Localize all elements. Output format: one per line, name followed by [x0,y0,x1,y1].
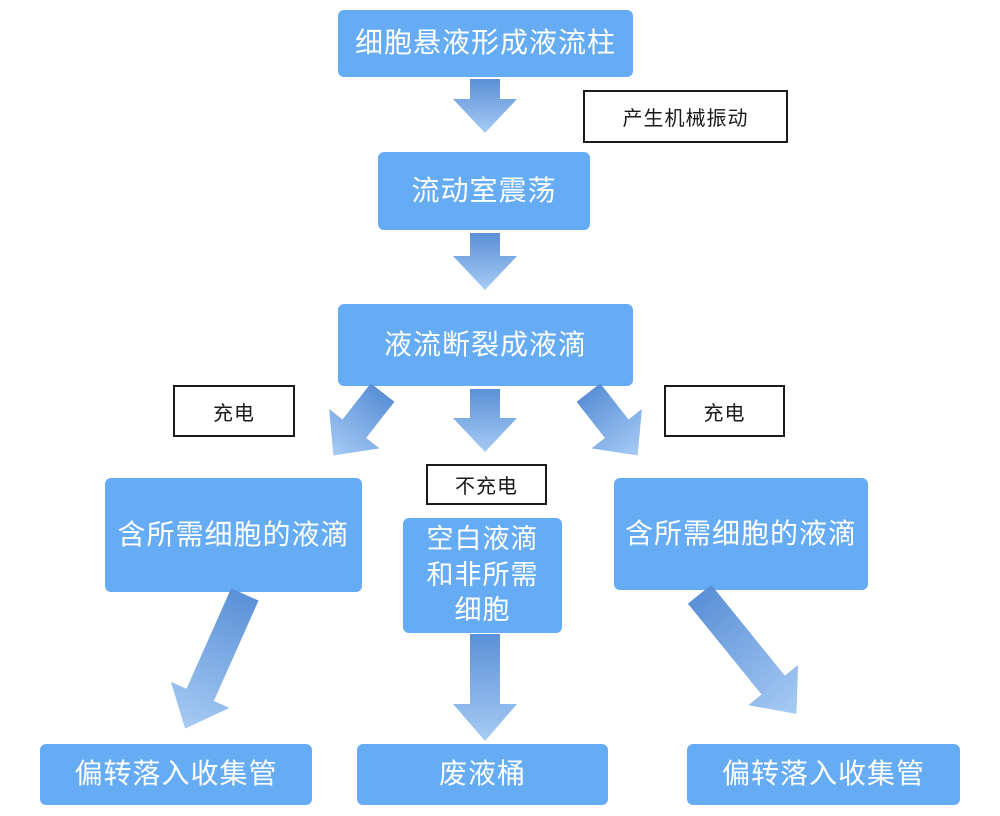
node-stream-column-label: 细胞悬液形成液流柱 [354,27,616,59]
node-middle-uncharged-line3: 细胞 [454,595,511,626]
down-left-arrow-to-collect-left [156,581,274,741]
down-right-arrow-to-collect-right [675,574,822,734]
node-droplet-break: 液流断裂成液滴 [338,304,633,386]
label-charge-right: 充电 [664,385,785,437]
label-mechanical-vibration: 产生机械振动 [583,90,788,143]
node-stream-column: 细胞悬液形成液流柱 [338,10,633,77]
node-right-charged-label: 含所需细胞的液滴 [624,517,857,549]
down-arrow-chamber-to-break [453,233,517,290]
down-arrow-stream-to-chamber [453,79,517,133]
node-left-charged-label: 含所需细胞的液滴 [117,518,350,550]
node-flow-chamber: 流动室震荡 [378,152,590,230]
node-right-collect: 偏转落入收集管 [687,744,960,805]
down-right-arrow-break-to-right [563,373,663,475]
label-charge-left: 充电 [173,385,295,437]
node-middle-uncharged-line1: 空白液滴 [426,524,539,555]
node-waste: 废液桶 [357,744,608,805]
label-charge-right-text: 充电 [703,402,746,425]
node-flow-chamber-label: 流动室震荡 [411,174,557,206]
label-charge-left-text: 充电 [213,402,255,425]
down-arrow-to-waste [453,634,517,741]
node-right-charged-droplets: 含所需细胞的液滴 [614,478,868,590]
label-mechanical-vibration-text: 产生机械振动 [622,108,749,130]
down-left-arrow-break-to-left [308,373,408,475]
label-no-charge-text: 不充电 [455,476,518,498]
node-droplet-break-label: 液流断裂成液滴 [383,328,587,360]
node-middle-uncharged-droplets: 空白液滴 和非所需 细胞 [403,518,562,633]
down-arrow-break-to-middle [453,389,517,452]
node-left-charged-droplets: 含所需细胞的液滴 [105,478,362,592]
node-left-collect-label: 偏转落入收集管 [74,758,278,790]
label-no-charge: 不充电 [426,464,547,505]
node-left-collect: 偏转落入收集管 [40,744,312,805]
node-waste-label: 废液桶 [438,758,526,790]
node-right-collect-label: 偏转落入收集管 [721,758,925,790]
node-middle-uncharged-line2: 和非所需 [426,559,539,590]
